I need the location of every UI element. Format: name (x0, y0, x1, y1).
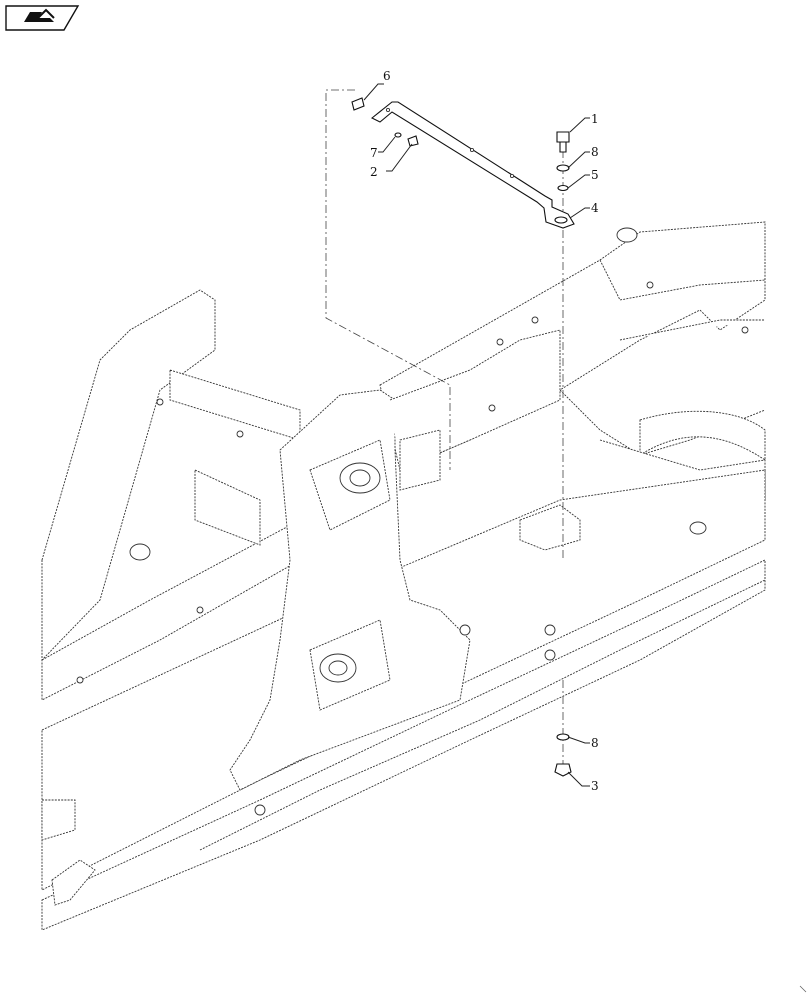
callout-1: 1 (591, 112, 599, 126)
chassis-frame (41, 221, 766, 931)
corner-mark (799, 985, 807, 993)
nut-part-3 (554, 763, 572, 777)
lockwasher-part-5 (557, 184, 569, 192)
frame-holes (76, 227, 749, 816)
callout-3: 3 (591, 779, 599, 793)
fastener-part-2 (407, 135, 419, 147)
callout-5: 5 (591, 168, 599, 182)
page-turn-icon (24, 8, 55, 22)
washer-part-8-top (556, 164, 570, 172)
callout-6: 6 (383, 69, 391, 83)
bolt-part-1 (556, 131, 570, 153)
callout-8-top: 8 (591, 145, 599, 159)
bracket-part-4 (370, 101, 575, 229)
leader-lines (363, 83, 590, 787)
callout-4: 4 (591, 201, 599, 215)
callout-2: 2 (370, 165, 378, 179)
nav-icon-button[interactable] (5, 5, 80, 31)
washer-part-7 (394, 132, 402, 138)
callout-8-bottom: 8 (591, 736, 599, 750)
washer-part-8-bottom (556, 733, 570, 741)
callout-7: 7 (370, 146, 378, 160)
pin-part-6 (351, 97, 365, 111)
